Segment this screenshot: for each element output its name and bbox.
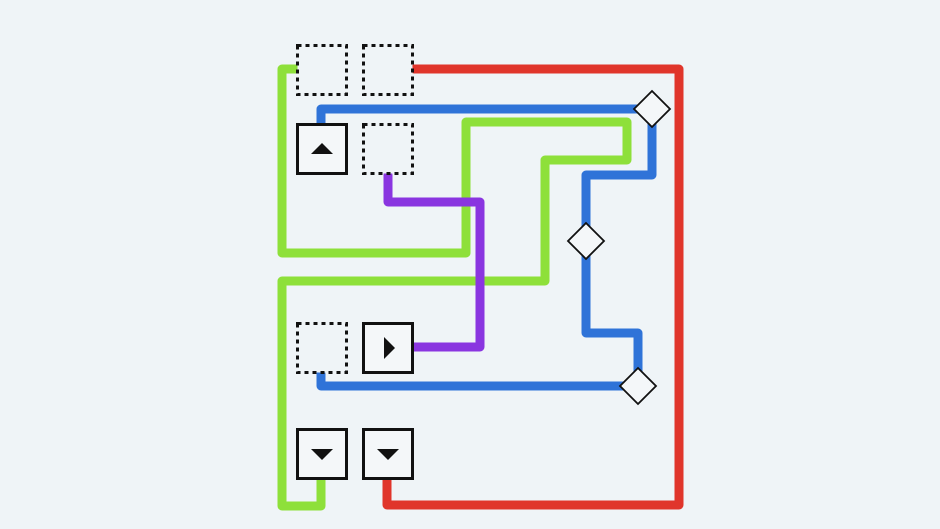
green-wire: [277, 64, 632, 511]
triangle-right-icon: [384, 337, 395, 359]
red-wire: [382, 64, 684, 510]
arrow-tile-right[interactable]: [362, 322, 414, 374]
arrow-tile-up[interactable]: [296, 123, 348, 175]
empty-slot[interactable]: [362, 44, 414, 96]
empty-slot[interactable]: [296, 44, 348, 96]
empty-slot[interactable]: [362, 123, 414, 175]
arrow-tile-down[interactable]: [296, 428, 348, 480]
triangle-down-icon: [311, 449, 333, 460]
triangle-up-icon: [311, 143, 333, 154]
arrow-tile-down[interactable]: [362, 428, 414, 480]
junction-diamond[interactable]: [618, 366, 658, 406]
triangle-down-icon: [377, 449, 399, 460]
junction-diamond[interactable]: [566, 221, 606, 261]
purple-wire: [383, 170, 485, 352]
empty-slot[interactable]: [296, 322, 348, 374]
junction-diamond[interactable]: [632, 89, 672, 129]
